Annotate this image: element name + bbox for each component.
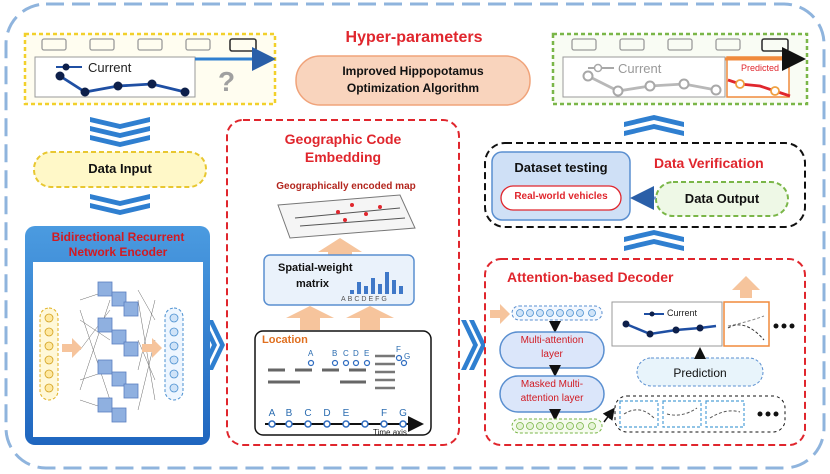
spatial-letter-e: E xyxy=(368,296,376,303)
spatial-letter-g: G xyxy=(381,296,389,303)
loc-letter-g: G xyxy=(404,352,411,361)
multi-attention-line-1: Multi-attention xyxy=(520,335,584,346)
spatial-title-line-1: Spatial-weight xyxy=(278,262,353,274)
spatial-bars xyxy=(350,272,403,294)
geo-title-line-1: Geographic Code xyxy=(284,131,402,147)
loc-letter-a: A xyxy=(308,349,314,358)
data-input-pill xyxy=(33,151,207,188)
data-input-label: Data Input xyxy=(88,161,152,176)
axis-letter-c: C xyxy=(304,408,312,419)
decoder-title: Attention-based Decoder xyxy=(507,269,674,285)
chevron-up-verification xyxy=(624,230,684,251)
time-axis-points xyxy=(268,420,407,428)
geo-up-arrow-left xyxy=(286,306,334,330)
loc-letter-b: B xyxy=(332,349,338,358)
location-points xyxy=(307,354,408,367)
bus-icons-input xyxy=(41,38,257,52)
input-series-points xyxy=(55,71,190,97)
masked-attention-line-2: attention layer xyxy=(520,393,584,404)
prediction-box xyxy=(636,357,764,387)
encoder-out-arrow xyxy=(142,338,162,358)
spatial-letter-f: F xyxy=(375,296,382,303)
decoder-up-arrow xyxy=(732,276,760,298)
loc-letter-c: C xyxy=(343,349,349,358)
spatial-weight-box xyxy=(263,254,415,306)
chevron-down-encoder xyxy=(90,194,150,215)
encoder-title-line-1: Bidirectional Recurrent xyxy=(51,230,185,244)
algorithm-oval xyxy=(295,55,531,106)
algorithm-line-2: Optimization Algorithm xyxy=(346,81,480,95)
input-current-label: Current xyxy=(88,60,132,75)
verification-title: Data Verification xyxy=(654,155,764,171)
decoder-in-arrow xyxy=(490,304,510,324)
loc-letter-f: F xyxy=(396,345,401,354)
geo-title-line-2: Embedding xyxy=(304,149,382,165)
encoder-in-arrow xyxy=(62,338,82,358)
axis-letter-a: A xyxy=(268,408,276,419)
map-label: Geographically encoded map xyxy=(276,181,416,192)
chevron-right-geo-to-decoder xyxy=(461,320,486,370)
decoder-predicted-frame xyxy=(723,301,770,347)
spatial-axis-letters: ABCDEFG xyxy=(341,296,389,303)
axis-letter-d: D xyxy=(323,408,331,419)
outer-frame xyxy=(4,2,826,470)
prediction-label: Prediction xyxy=(673,366,727,380)
encoder-input-column xyxy=(39,307,59,401)
axis-letter-e: E xyxy=(342,408,350,419)
axis-letter-g: G xyxy=(399,408,407,419)
hyperparameters-title: Hyper-parameters xyxy=(345,29,483,46)
masked-attention-line-1: Masked Multi- xyxy=(520,379,584,390)
real-world-label: Real-world vehicles xyxy=(514,191,608,202)
dataset-testing-label: Dataset testing xyxy=(514,160,608,175)
spatial-letter-b: B xyxy=(347,296,355,303)
spatial-letter-a: A xyxy=(341,296,348,303)
axis-letter-b: B xyxy=(285,408,293,419)
loc-letter-e: E xyxy=(364,349,370,358)
spatial-letter-c: C xyxy=(354,296,362,303)
multi-attention-line-2: layer xyxy=(541,349,563,360)
predicted-label: Predicted xyxy=(741,63,780,73)
encoder-title-line-2: Network Encoder xyxy=(68,245,168,259)
chevron-down-input xyxy=(90,117,150,147)
unknown-future-mark: ? xyxy=(218,66,236,97)
data-output-label: Data Output xyxy=(684,191,760,206)
decoder-chart-frame xyxy=(611,301,723,347)
output-current-label: Current xyxy=(618,61,662,76)
loc-letter-d: D xyxy=(353,349,359,358)
chevron-up-output xyxy=(624,115,684,136)
real-world-pill xyxy=(500,185,622,211)
location-label: Location xyxy=(262,334,308,346)
axis-letter-f: F xyxy=(380,408,388,419)
location-road xyxy=(268,368,366,384)
geo-up-arrow-right xyxy=(346,306,394,330)
algorithm-line-1: Improved Hippopotamus xyxy=(342,64,484,78)
spatial-title-line-2: matrix xyxy=(296,278,330,290)
bus-icons-output xyxy=(571,38,789,52)
spatial-letter-d: D xyxy=(361,296,369,303)
encoder-cells xyxy=(97,281,139,423)
map-points xyxy=(336,203,382,222)
time-axis-label: Time axis xyxy=(373,428,407,437)
encoder-output-column xyxy=(164,307,184,401)
decoder-current-label: Current xyxy=(667,308,698,318)
